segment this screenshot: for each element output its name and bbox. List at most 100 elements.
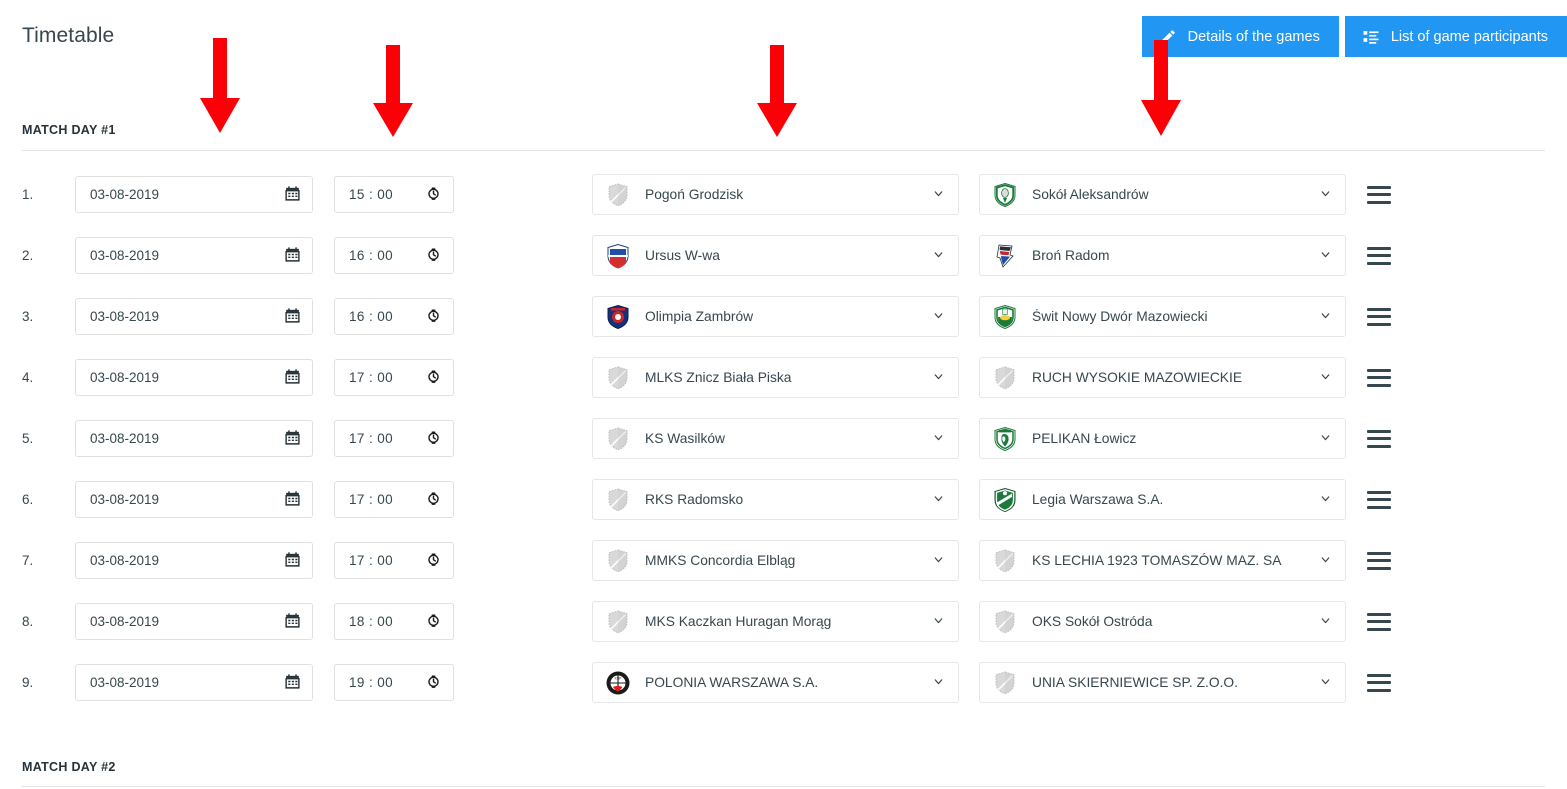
svg-text:KSP: KSP <box>615 676 623 680</box>
away-team-select[interactable]: Broń Radom <box>979 235 1346 276</box>
chevron-down-icon[interactable] <box>1319 248 1332 264</box>
chevron-down-icon[interactable] <box>932 187 945 203</box>
chevron-down-icon[interactable] <box>932 614 945 630</box>
match-time-input[interactable]: 17 : 00 <box>334 359 454 396</box>
home-team-select[interactable]: MKS Kaczkan Huragan Morąg <box>592 601 959 642</box>
home-team-select[interactable]: KSP POLONIA WARSZAWA S.A. <box>592 662 959 703</box>
chevron-down-icon[interactable] <box>932 431 945 447</box>
home-team-select[interactable]: RKS Radomsko <box>592 479 959 520</box>
home-team-select[interactable]: MLKS Znicz Biała Piska <box>592 357 959 398</box>
drag-handle-icon[interactable] <box>1367 368 1391 387</box>
details-of-the-games-button[interactable]: Details of the games <box>1141 16 1339 57</box>
chevron-down-icon[interactable] <box>932 370 945 386</box>
watch-clock-icon[interactable] <box>425 551 442 571</box>
match-time-input[interactable]: 15 : 00 <box>334 176 454 213</box>
list-icon <box>1362 28 1380 46</box>
chevron-down-icon[interactable] <box>1319 187 1332 203</box>
chevron-down-icon[interactable] <box>1319 309 1332 325</box>
away-team-name: Świt Nowy Dwór Mazowiecki <box>1032 309 1208 324</box>
away-team-name: Legia Warszawa S.A. <box>1032 492 1164 507</box>
match-date-input[interactable]: 03-08-2019 <box>75 603 313 640</box>
chevron-down-icon[interactable] <box>1319 370 1332 386</box>
home-team-select[interactable]: Pogoń Grodzisk <box>592 174 959 215</box>
calendar-icon[interactable] <box>284 551 301 571</box>
drag-handle-icon[interactable] <box>1367 612 1391 631</box>
home-team-select[interactable]: MMKS Concordia Elbląg <box>592 540 959 581</box>
match-time-input[interactable]: 16 : 00 <box>334 298 454 335</box>
match-date-input[interactable]: 03-08-2019 <box>75 664 313 701</box>
chevron-down-icon[interactable] <box>932 553 945 569</box>
away-team-select[interactable]: PELIKAN Łowicz <box>979 418 1346 459</box>
match-time-input[interactable]: 16 : 00 <box>334 237 454 274</box>
watch-clock-icon[interactable] <box>425 429 442 449</box>
match-date-value: 03-08-2019 <box>90 187 160 202</box>
home-team-crest-icon <box>605 304 631 330</box>
list-of-game-participants-button[interactable]: List of game participants <box>1344 16 1567 57</box>
match-time-input[interactable]: 18 : 00 <box>334 603 454 640</box>
match-time-input[interactable]: 19 : 00 <box>334 664 454 701</box>
calendar-icon[interactable] <box>284 307 301 327</box>
match-date-input[interactable]: 03-08-2019 <box>75 359 313 396</box>
watch-clock-icon[interactable] <box>425 612 442 632</box>
row-number: 6. <box>22 492 34 507</box>
home-team-select[interactable]: Ursus W-wa <box>592 235 959 276</box>
calendar-icon[interactable] <box>284 673 301 693</box>
home-team-crest-icon <box>605 548 631 574</box>
home-team-select[interactable]: Olimpia Zambrów <box>592 296 959 337</box>
match-date-input[interactable]: 03-08-2019 <box>75 420 313 457</box>
away-team-select[interactable]: KS LECHIA 1923 TOMASZÓW MAZ. SA <box>979 540 1346 581</box>
chevron-down-icon[interactable] <box>1319 492 1332 508</box>
calendar-icon[interactable] <box>284 490 301 510</box>
chevron-down-icon[interactable] <box>932 675 945 691</box>
list-of-game-participants-label: List of game participants <box>1390 28 1548 45</box>
watch-clock-icon[interactable] <box>425 673 442 693</box>
away-team-select[interactable]: UNIA SKIERNIEWICE SP. Z.O.O. <box>979 662 1346 703</box>
drag-handle-icon[interactable] <box>1367 307 1391 326</box>
chevron-down-icon[interactable] <box>1319 431 1332 447</box>
match-date-input[interactable]: 03-08-2019 <box>75 481 313 518</box>
drag-handle-icon[interactable] <box>1367 429 1391 448</box>
match-date-input[interactable]: 03-08-2019 <box>75 176 313 213</box>
match-row: 1. 03-08-2019 15 : 00 Pogoń Grodzisk Sok… <box>0 164 1567 225</box>
match-row: 3. 03-08-2019 16 : 00 Olimpia Zambrów Św… <box>0 286 1567 347</box>
match-time-value: 19 : 00 <box>349 675 394 690</box>
home-team-name: MLKS Znicz Biała Piska <box>645 370 792 385</box>
chevron-down-icon[interactable] <box>1319 614 1332 630</box>
watch-clock-icon[interactable] <box>425 307 442 327</box>
chevron-down-icon[interactable] <box>1319 553 1332 569</box>
away-team-select[interactable]: Legia Warszawa S.A. <box>979 479 1346 520</box>
chevron-down-icon[interactable] <box>932 492 945 508</box>
drag-handle-icon[interactable] <box>1367 673 1391 692</box>
calendar-icon[interactable] <box>284 368 301 388</box>
drag-handle-icon[interactable] <box>1367 490 1391 509</box>
home-team-select[interactable]: KS Wasilków <box>592 418 959 459</box>
drag-handle-icon[interactable] <box>1367 246 1391 265</box>
watch-clock-icon[interactable] <box>425 490 442 510</box>
chevron-down-icon[interactable] <box>932 309 945 325</box>
match-date-value: 03-08-2019 <box>90 370 160 385</box>
match-time-input[interactable]: 17 : 00 <box>334 420 454 457</box>
away-team-select[interactable]: RUCH WYSOKIE MAZOWIECKIE <box>979 357 1346 398</box>
watch-clock-icon[interactable] <box>425 185 442 205</box>
drag-handle-icon[interactable] <box>1367 185 1391 204</box>
calendar-icon[interactable] <box>284 246 301 266</box>
calendar-icon[interactable] <box>284 612 301 632</box>
match-time-input[interactable]: 17 : 00 <box>334 542 454 579</box>
drag-handle-icon[interactable] <box>1367 551 1391 570</box>
watch-clock-icon[interactable] <box>425 368 442 388</box>
away-team-crest-icon <box>992 304 1018 330</box>
calendar-icon[interactable] <box>284 429 301 449</box>
chevron-down-icon[interactable] <box>932 248 945 264</box>
match-date-input[interactable]: 03-08-2019 <box>75 237 313 274</box>
away-team-select[interactable]: OKS Sokół Ostróda <box>979 601 1346 642</box>
chevron-down-icon[interactable] <box>1319 675 1332 691</box>
match-date-input[interactable]: 03-08-2019 <box>75 298 313 335</box>
match-date-input[interactable]: 03-08-2019 <box>75 542 313 579</box>
watch-clock-icon[interactable] <box>425 246 442 266</box>
calendar-icon[interactable] <box>284 185 301 205</box>
away-team-select[interactable]: Świt Nowy Dwór Mazowiecki <box>979 296 1346 337</box>
header-actions: Details of the games List of game partic… <box>1141 16 1567 57</box>
match-time-input[interactable]: 17 : 00 <box>334 481 454 518</box>
away-team-select[interactable]: Sokół Aleksandrów <box>979 174 1346 215</box>
match-date-value: 03-08-2019 <box>90 309 160 324</box>
